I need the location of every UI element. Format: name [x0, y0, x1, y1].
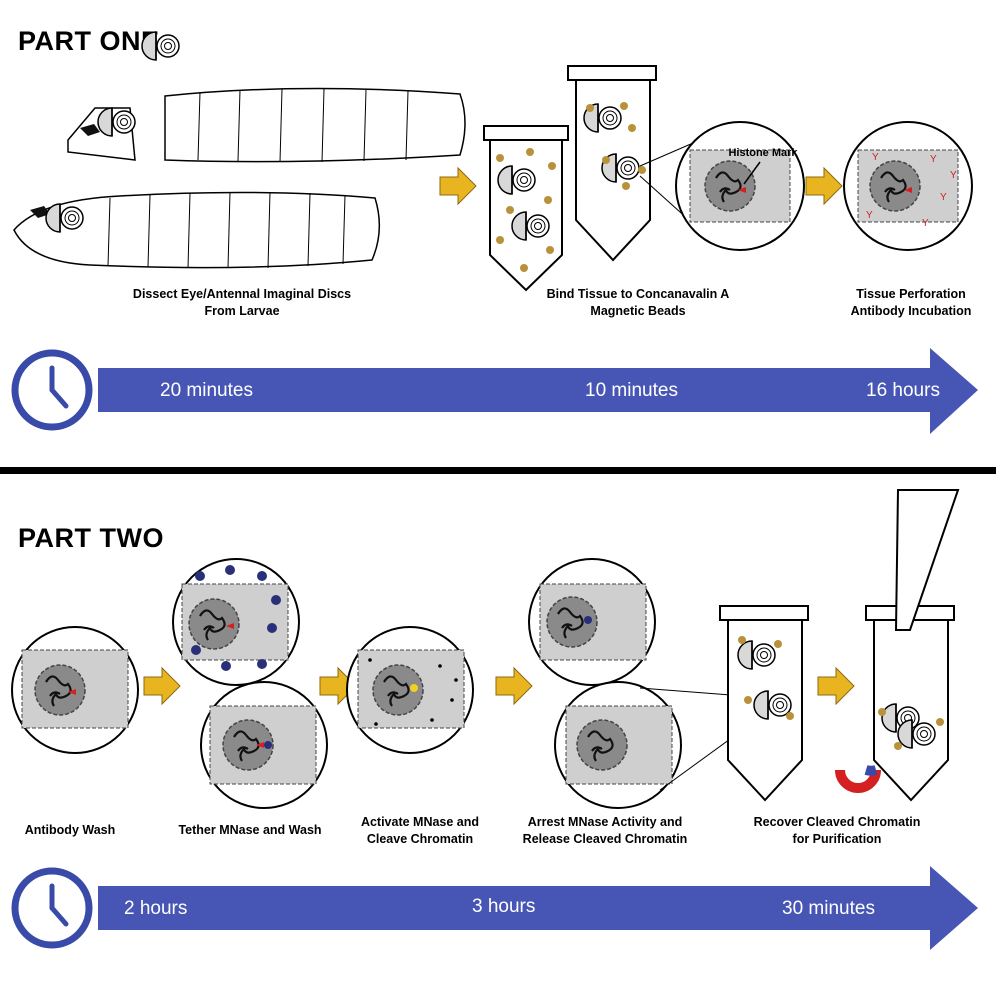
step-caption-tether: Tether MNase and Wash: [178, 823, 322, 837]
gold-arrow-3: [143, 667, 181, 705]
tether-mnase-circle: [172, 558, 300, 686]
svg-text:Y: Y: [922, 218, 929, 229]
cleave-circle: [346, 626, 474, 754]
timeline-1-label-2: 16 hours: [866, 380, 940, 401]
arrest-circle-top: [528, 558, 656, 686]
timebar-1: [98, 348, 978, 434]
tube-released: [719, 605, 809, 802]
timeline-1-label-0: 20 minutes: [160, 380, 253, 401]
clock-icon: [15, 353, 89, 427]
wash-circle: [200, 681, 328, 809]
step-caption-perforation: Tissue Perforation Antibody Incubation: [850, 287, 972, 318]
step-caption-bind: Bind Tissue to Concanavalin A Magnetic B…: [546, 287, 730, 318]
svg-text:Y: Y: [950, 170, 957, 181]
larva-head-icon: [67, 107, 136, 161]
step-caption-arrest: Arrest MNase Activity and Release Cleave…: [522, 815, 688, 846]
step-caption-antibody-wash: Antibody Wash: [24, 823, 116, 837]
part-two-title: PART TWO: [18, 523, 164, 553]
zoom-circle-histone: [675, 121, 805, 251]
larva-body-icon: [164, 87, 466, 163]
tube-with-beads: [483, 125, 569, 292]
tube-bound-tissue: [567, 65, 657, 262]
magnet-icon: [835, 765, 881, 793]
step-caption-dissect: Dissect Eye/Antennal Imaginal Discs From…: [132, 287, 352, 318]
larva-full-icon: [13, 191, 381, 269]
histone-mark-label: Histone Mark: [728, 147, 798, 159]
timebar-2: [98, 866, 978, 950]
timeline-2-label-0: 2 hours: [124, 898, 188, 919]
gold-arrow-6: [817, 667, 855, 705]
disc-icon: [141, 31, 180, 61]
section-divider: [0, 467, 996, 474]
zoom-circle-antibody: Y Y Y Y Y Y: [843, 121, 973, 251]
gold-arrow-1: [439, 167, 477, 205]
step-caption-activate: Activate MNase and Cleave Chromatin: [360, 815, 480, 846]
step-caption-recover: Recover Cleaved Chromatin for Purificati…: [753, 815, 921, 846]
clock-icon-2: [15, 871, 89, 945]
gold-arrow-2: [805, 167, 843, 205]
svg-text:Y: Y: [930, 154, 937, 165]
antibody-wash-circle: [11, 626, 139, 754]
svg-text:Y: Y: [940, 192, 947, 203]
pipette-tip: [894, 489, 960, 631]
arrest-circle-bottom: [554, 681, 682, 809]
timeline-2-label-1: 3 hours: [472, 896, 536, 917]
svg-text:Y: Y: [872, 152, 879, 163]
gold-arrow-5: [495, 667, 533, 705]
part-one-title: PART ONE: [18, 26, 160, 56]
timeline-1-label-1: 10 minutes: [585, 380, 678, 401]
timeline-2-label-2: 30 minutes: [782, 898, 875, 919]
svg-text:Y: Y: [866, 210, 873, 221]
